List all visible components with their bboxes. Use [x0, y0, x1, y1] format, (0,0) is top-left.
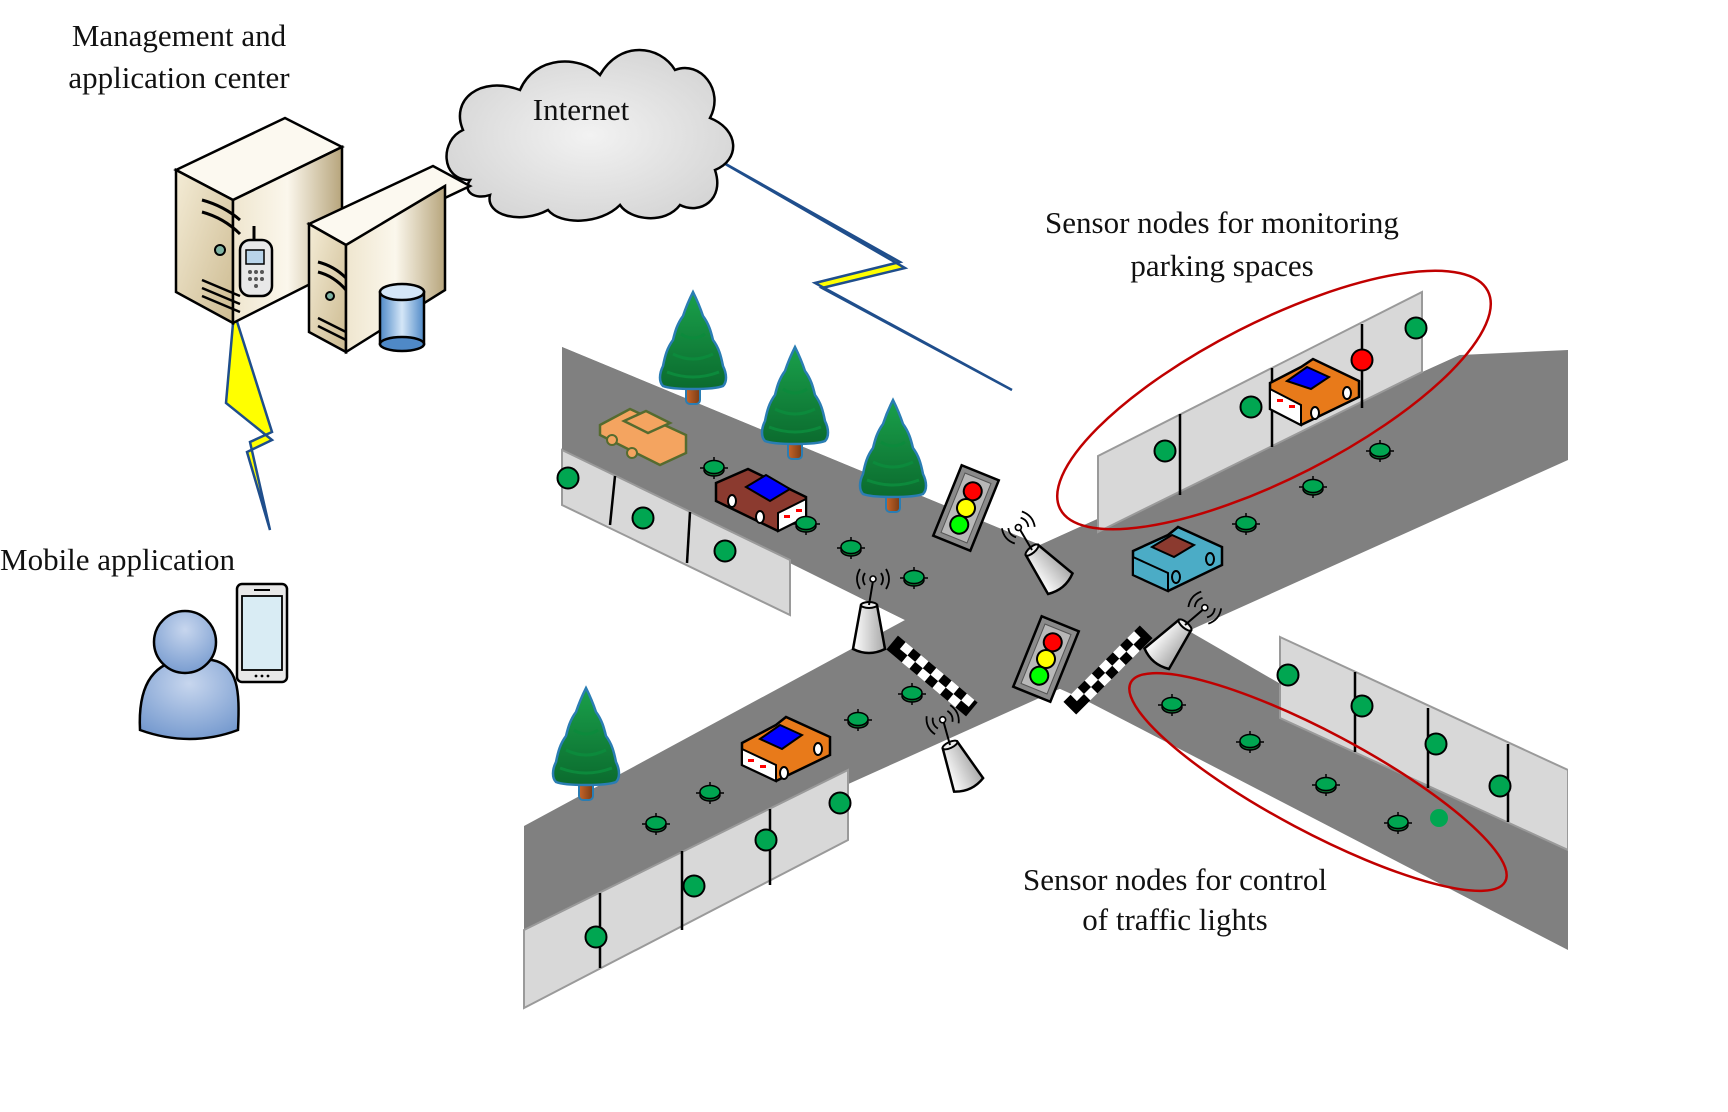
server-icon [306, 164, 473, 355]
parking-sensors-highlight [1055, 269, 1493, 531]
smart-city-diagram: Internet Management and [0, 18, 1568, 1010]
internet-label: Internet [533, 92, 630, 127]
car-icon [714, 467, 808, 533]
parking-sensor [754, 828, 778, 852]
wireless-link-icon [224, 311, 275, 531]
tree-icon [658, 290, 728, 406]
database-icon [378, 282, 426, 353]
tree-icon [551, 686, 621, 802]
parking-sensor [828, 791, 852, 815]
traffic-sensors-label-line2: of traffic lights [1082, 902, 1267, 937]
parking-sensor [682, 874, 706, 898]
parking-sensors [556, 316, 1512, 949]
wireless-link-icon [714, 156, 1013, 392]
parking-sensors-label-line1: Sensor nodes for monitoring [1045, 205, 1399, 240]
traffic-sensors-highlight [1128, 671, 1508, 893]
management-center-label-line2: application center [68, 60, 290, 95]
parking-sensor [556, 466, 580, 490]
car-icon [740, 715, 832, 783]
parking-sensor-occupied [1350, 348, 1374, 372]
parking-sensor [584, 925, 608, 949]
parking-sensors-label-line2: parking spaces [1130, 248, 1313, 283]
car-icon [1131, 525, 1224, 593]
parking-sensor [1153, 439, 1177, 463]
mobile-application-label: Mobile application [0, 542, 236, 577]
parking-sensor [1424, 732, 1448, 756]
management-center-label-line1: Management and [72, 18, 287, 53]
parking-sensor [1239, 395, 1263, 419]
crosswalk-west [886, 635, 978, 717]
mobile-device-icon [238, 226, 274, 298]
parking-sensor [1350, 694, 1374, 718]
parking-sensor [631, 506, 655, 530]
parking-sensor [713, 539, 737, 563]
parking-sensor [1430, 809, 1448, 827]
user-icon [138, 609, 240, 741]
crosswalk-east [1063, 625, 1153, 715]
traffic-sensors-label-line1: Sensor nodes for control [1023, 862, 1327, 897]
parking-sensor [1404, 316, 1428, 340]
cloud-icon [445, 48, 735, 222]
tree-icon [760, 345, 830, 461]
car-icon [598, 407, 688, 467]
parking-sensor [1276, 663, 1300, 687]
tree-icon [858, 398, 928, 514]
smartphone-icon [235, 582, 289, 684]
car-icon [1268, 357, 1361, 427]
parking-sensor [1488, 774, 1512, 798]
